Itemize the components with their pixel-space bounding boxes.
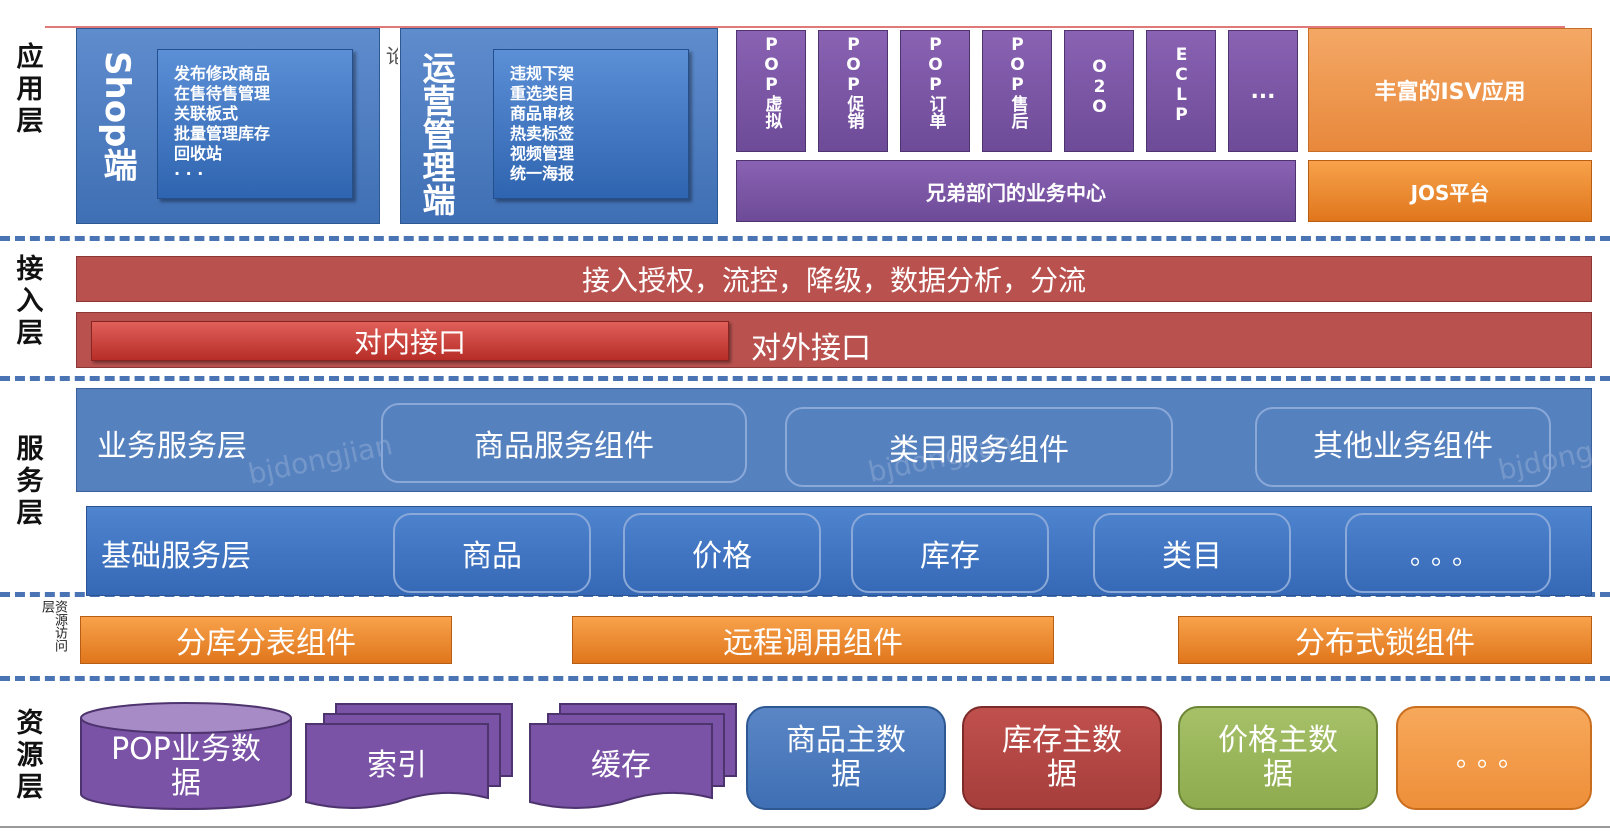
product-master-data: 商品主数据 bbox=[746, 706, 946, 810]
index-label: 索引 bbox=[367, 748, 427, 783]
bottom-rule bbox=[0, 826, 1610, 828]
pop-tile-virtual: POP虚拟 bbox=[736, 30, 806, 152]
index-store: 索引 bbox=[302, 702, 516, 812]
stacked-documents-icon bbox=[305, 703, 513, 809]
pop-tile-label: POP虚拟 bbox=[761, 35, 782, 129]
pop-tile-label: ECLP bbox=[1171, 45, 1192, 125]
pop-tile-more: ... bbox=[1228, 30, 1298, 152]
layer-label-service: 服务层 bbox=[16, 434, 44, 529]
truncated-char: 论 bbox=[386, 44, 398, 68]
pop-tile-label: O2O bbox=[1089, 57, 1110, 117]
pop-tile-eclp: ECLP bbox=[1146, 30, 1216, 152]
rpc-component: 远程调用组件 bbox=[572, 616, 1054, 664]
distributed-lock-component: 分布式锁组件 bbox=[1178, 616, 1592, 664]
access-top-bar: 接入授权，流控，降级，数据分析，分流 bbox=[76, 256, 1592, 302]
base-service-layer: 基础服务层 商品 价格 库存 类目 。。。 bbox=[86, 506, 1592, 596]
layer-label-resource: 资源层 bbox=[16, 708, 44, 803]
business-component-product: 商品服务组件 bbox=[381, 403, 747, 483]
separator-4 bbox=[0, 676, 1610, 681]
shop-feature-box: 发布修改商品 在售待售管理 关联板式 批量管理库存 回收站 · · · bbox=[157, 49, 353, 199]
layer-label-resaccess: 资源访问层 bbox=[39, 600, 67, 652]
shop-title: Shop端 bbox=[97, 51, 137, 182]
business-component-category: 类目服务组件 bbox=[785, 407, 1173, 487]
inventory-master-data: 库存主数据 bbox=[962, 706, 1162, 810]
top-rule bbox=[45, 26, 1565, 28]
ops-feature-box: 违规下架 重选类目 商品审核 热卖标签 视频管理 统一海报 bbox=[493, 49, 689, 199]
pop-data-store: POP业务数据 bbox=[80, 702, 292, 810]
jos-box: JOS平台 bbox=[1308, 160, 1592, 222]
ops-panel: 运营管理端 违规下架 重选类目 商品审核 热卖标签 视频管理 统一海报 bbox=[400, 28, 718, 224]
pop-tile-label: POP订单 bbox=[925, 35, 946, 129]
database-cylinder-icon bbox=[80, 702, 292, 810]
pop-tile-o2o: O2O bbox=[1064, 30, 1134, 152]
cache-store: 缓存 bbox=[526, 702, 740, 812]
pop-tile-label: ... bbox=[1250, 78, 1276, 104]
business-component-other: 其他业务组件 bbox=[1255, 407, 1551, 487]
external-interface: 对外接口 bbox=[751, 331, 871, 366]
base-component-price: 价格 bbox=[623, 513, 821, 593]
pop-tile-promo: POP促销 bbox=[818, 30, 888, 152]
layer-label-app: 应用层 bbox=[16, 42, 44, 137]
ops-feature-list: 违规下架 重选类目 商品审核 热卖标签 视频管理 统一海报 bbox=[510, 64, 575, 183]
access-bottom-bar: 对内接口 对外接口 bbox=[76, 312, 1592, 368]
isv-box: 丰富的ISV应用 bbox=[1308, 28, 1592, 152]
pop-data-label: POP业务数据 bbox=[111, 732, 261, 801]
sharding-component: 分库分表组件 bbox=[80, 616, 452, 664]
brother-center-bar: 兄弟部门的业务中心 bbox=[736, 160, 1296, 222]
stacked-documents-icon bbox=[529, 703, 737, 809]
base-component-more: 。。。 bbox=[1345, 513, 1551, 593]
base-component-inventory: 库存 bbox=[851, 513, 1049, 593]
business-service-layer: 业务服务层 bjdongjian bjdongjian bjdongjian 商… bbox=[76, 388, 1610, 492]
separator-1 bbox=[0, 236, 1610, 241]
cache-label: 缓存 bbox=[591, 748, 651, 783]
more-master-data: 。。。 bbox=[1396, 706, 1592, 810]
shop-panel: Shop端 发布修改商品 在售待售管理 关联板式 批量管理库存 回收站 · · … bbox=[76, 28, 380, 224]
internal-interface: 对内接口 bbox=[91, 321, 729, 361]
layer-label-access: 接入层 bbox=[16, 254, 44, 349]
pop-tile-label: POP促销 bbox=[843, 35, 864, 129]
watermark: bjdongjian bbox=[245, 428, 396, 491]
pop-tile-order: POP订单 bbox=[900, 30, 970, 152]
base-component-category: 类目 bbox=[1093, 513, 1291, 593]
separator-2 bbox=[0, 376, 1610, 381]
base-component-product: 商品 bbox=[393, 513, 591, 593]
pop-tile-aftersale: POP售后 bbox=[982, 30, 1052, 152]
business-service-label: 业务服务层 bbox=[97, 429, 247, 464]
ops-title: 运营管理端 bbox=[417, 51, 456, 216]
shop-feature-list: 发布修改商品 在售待售管理 关联板式 批量管理库存 回收站 · · · bbox=[174, 64, 271, 183]
price-master-data: 价格主数据 bbox=[1178, 706, 1378, 810]
base-service-label: 基础服务层 bbox=[101, 539, 251, 574]
pop-tile-label: POP售后 bbox=[1007, 35, 1028, 129]
